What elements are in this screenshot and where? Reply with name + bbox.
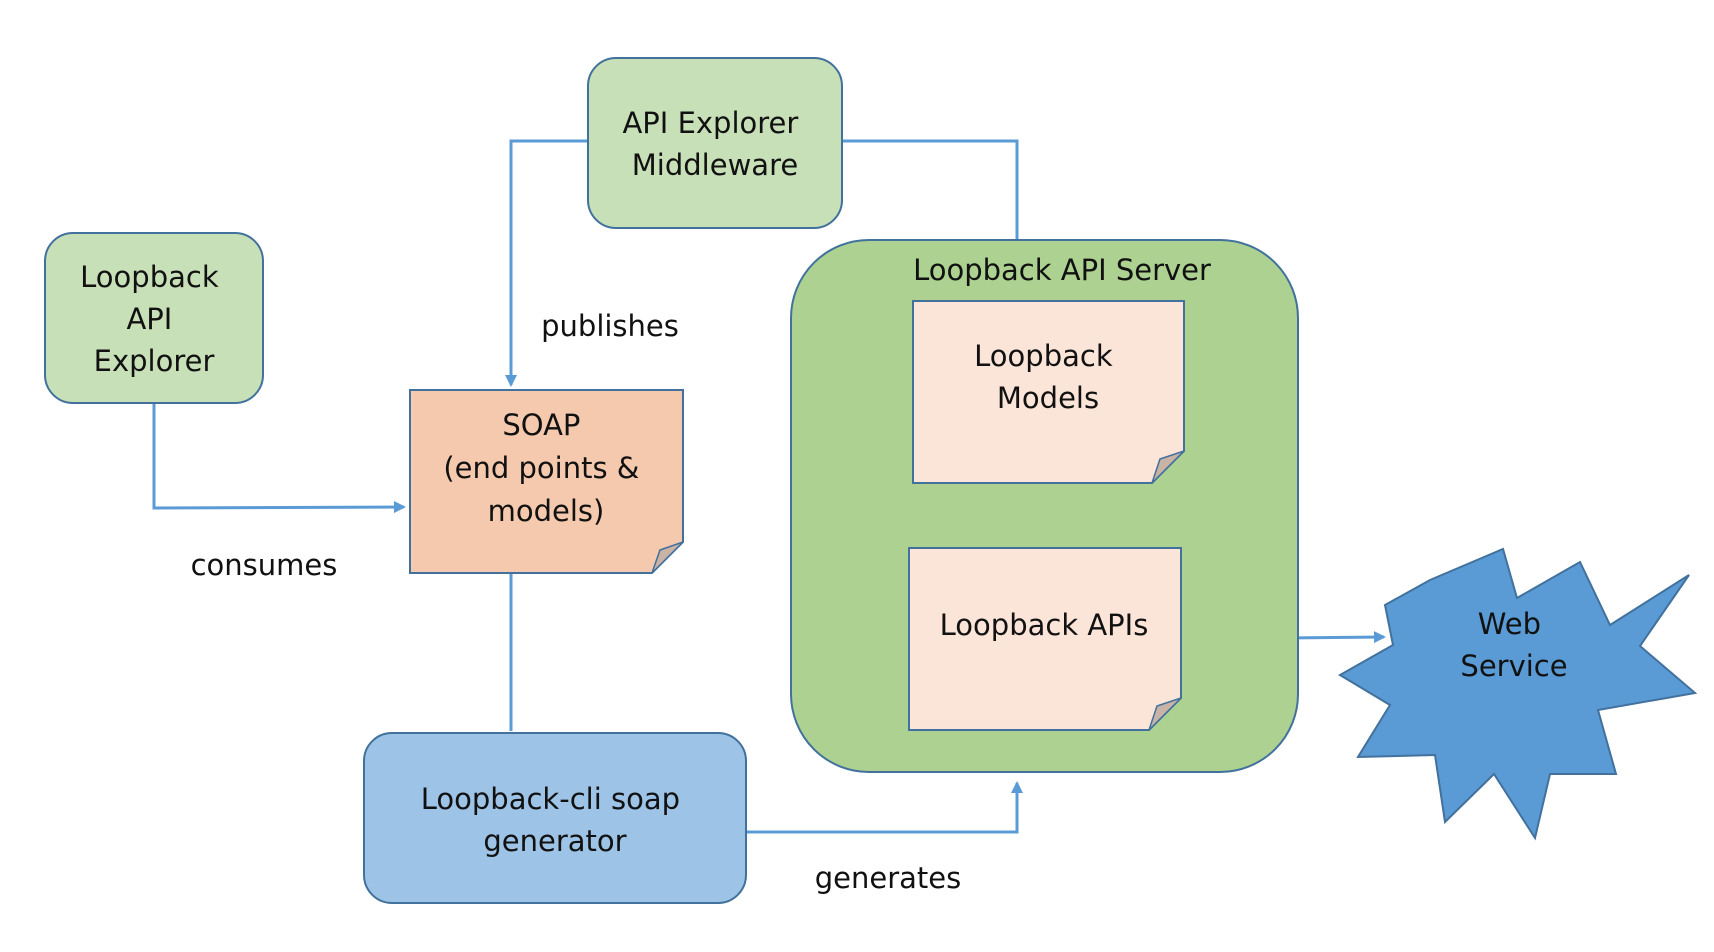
- loopback-api-server-title: Loopback API Server: [913, 253, 1211, 287]
- loopback-api-explorer-label: API: [126, 302, 172, 336]
- svg-text:Loopback APIs: Loopback APIs: [940, 608, 1149, 642]
- loopback-models-label: Models: [997, 381, 1099, 415]
- loopback-api-server-node: Loopback API Server Loopback Models Loop…: [790, 239, 1299, 773]
- svg-text:API Explorer Middleware: API Explorer Middleware: [622, 106, 807, 182]
- svg-text:SOAP (end points &: SOAP (end points & models): [443, 408, 648, 528]
- loopback-models-node: Loopback Models: [912, 300, 1185, 484]
- svg-text:Web Service: Web Service: [1460, 607, 1567, 683]
- loopback-api-explorer-label: Loopback: [80, 260, 219, 294]
- publishes-edge-label: publishes: [541, 309, 679, 343]
- loopback-api-explorer-box: [44, 232, 264, 404]
- soap-label: models): [488, 494, 605, 528]
- middleware-to-server-connector: [842, 139, 1019, 240]
- loopback-models-label: Loopback: [974, 339, 1113, 373]
- loopback-cli-generator-label: generator: [483, 824, 626, 858]
- loopback-apis-note-fold: [1148, 697, 1182, 731]
- generator-to-server-connector: [746, 781, 1023, 834]
- svg-text:Loopback-cli soap genera: Loopback-cli soap generator: [421, 782, 689, 858]
- web-service-node: Web Service: [1338, 547, 1698, 841]
- generates-edge-label: generates: [815, 861, 962, 895]
- loopback-apis-node: Loopback APIs: [908, 547, 1182, 731]
- explorer-to-soap-connector: [152, 403, 406, 514]
- web-service-label: Web: [1478, 607, 1541, 641]
- api-explorer-middleware-label: Middleware: [632, 148, 798, 182]
- soap-label: SOAP: [502, 408, 580, 442]
- loopback-apis-label: Loopback APIs: [940, 608, 1149, 642]
- loopback-api-explorer-node: Loopback API Explorer: [44, 232, 264, 404]
- svg-text:Loopback Models: Loopback Models: [974, 339, 1122, 415]
- loopback-cli-generator-label: Loopback-cli soap: [421, 782, 680, 816]
- api-explorer-middleware-box: [587, 57, 843, 229]
- soap-note-fold: [651, 541, 684, 574]
- soap-label: (end points &: [443, 451, 639, 485]
- consumes-edge-label: consumes: [191, 548, 338, 582]
- loopback-api-explorer-label: Explorer: [94, 344, 215, 378]
- web-service-starburst: [1338, 547, 1698, 841]
- web-service-label: Service: [1460, 649, 1567, 683]
- soap-node: SOAP (end points & models): [409, 389, 684, 574]
- middleware-to-soap-connector: [505, 139, 588, 387]
- api-explorer-middleware-node: API Explorer Middleware: [587, 57, 843, 229]
- loopback-cli-generator-box: [363, 732, 747, 904]
- svg-text:Loopback API Explo: Loopback API Explorer: [80, 260, 228, 378]
- loopback-models-note-fold: [1151, 450, 1185, 484]
- api-explorer-middleware-label: API Explorer: [622, 106, 798, 140]
- loopback-cli-generator-node: Loopback-cli soap generator: [363, 732, 747, 904]
